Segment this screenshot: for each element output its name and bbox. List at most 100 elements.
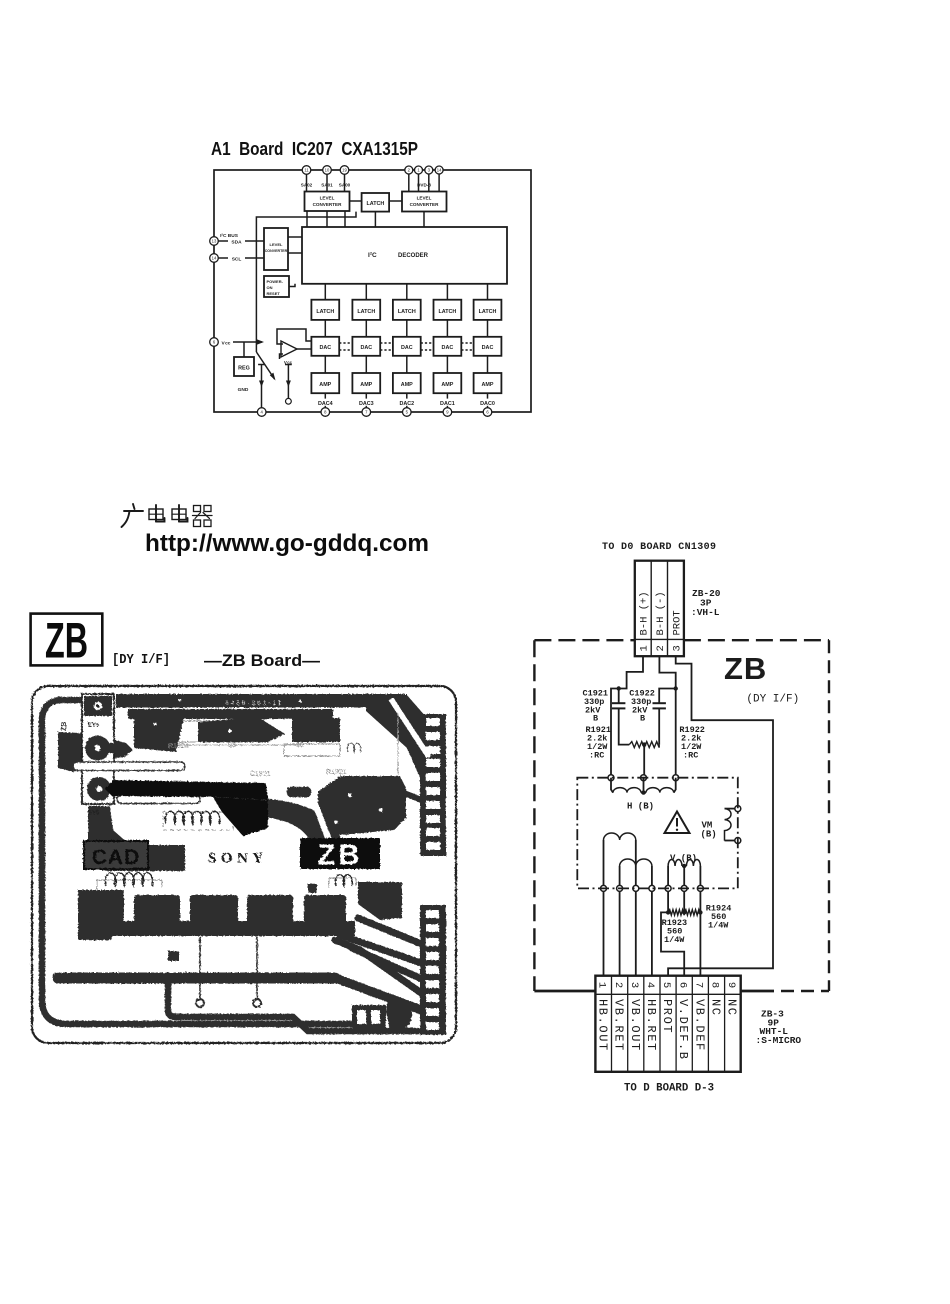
svg-text:I²C BUS: I²C BUS <box>220 233 239 239</box>
svg-text:DECODER: DECODER <box>398 253 429 259</box>
svg-text:9P: 9P <box>768 1017 780 1028</box>
svg-text:DAC0: DAC0 <box>480 401 495 407</box>
svg-text:VB.OUT: VB.OUT <box>628 999 642 1052</box>
svg-text:NC: NC <box>725 999 739 1017</box>
svg-text:10: 10 <box>325 168 330 173</box>
svg-text:http://www.go-gddq.com: http://www.go-gddq.com <box>145 530 429 557</box>
svg-text:ON: ON <box>267 285 273 290</box>
svg-text:ZB-20: ZB-20 <box>692 588 721 599</box>
svg-text:AMP: AMP <box>319 382 331 388</box>
svg-text:LEVEL: LEVEL <box>320 196 335 201</box>
svg-text:LEVEL: LEVEL <box>417 196 432 201</box>
svg-text:A1 Board IC207 CXA1315P: A1 Board IC207 CXA1315P <box>211 139 418 159</box>
svg-text:PROT: PROT <box>660 999 674 1034</box>
svg-text:LATCH: LATCH <box>316 309 334 315</box>
svg-text:DAC1: DAC1 <box>440 401 455 407</box>
svg-text:9: 9 <box>446 410 449 415</box>
svg-text:1/4W: 1/4W <box>664 935 685 945</box>
svg-text:3: 3 <box>671 645 683 651</box>
svg-text:2.2k: 2.2k <box>681 734 701 744</box>
svg-text:1/2W: 1/2W <box>681 742 702 752</box>
svg-text:(B): (B) <box>701 830 717 840</box>
svg-text:SONY: SONY <box>208 851 268 867</box>
svg-text:DAC4: DAC4 <box>318 401 333 407</box>
svg-text:6: 6 <box>213 340 216 345</box>
svg-text:AMP: AMP <box>482 382 494 388</box>
svg-text:B: B <box>593 714 598 724</box>
svg-text:7: 7 <box>365 410 368 415</box>
svg-text:93: 93 <box>228 742 236 749</box>
svg-text:DAC: DAC <box>482 345 494 351</box>
svg-text:3P: 3P <box>700 598 712 609</box>
svg-text:WHT-L: WHT-L <box>760 1026 789 1037</box>
svg-text:POWER-: POWER- <box>267 279 284 284</box>
svg-text:SDA: SDA <box>231 240 242 246</box>
svg-text:REG: REG <box>238 366 250 372</box>
svg-text:LATCH: LATCH <box>357 309 375 315</box>
svg-text::S-MICRO: :S-MICRO <box>756 1035 802 1046</box>
svg-text:I2C: I2C <box>368 251 377 259</box>
svg-text:DAC2: DAC2 <box>399 401 414 407</box>
svg-text:[DY I/F]: [DY I/F] <box>112 653 170 668</box>
svg-text:LATCH: LATCH <box>438 309 456 315</box>
svg-text:CAD: CAD <box>92 846 141 869</box>
svg-text:LATCH: LATCH <box>479 309 497 315</box>
svg-text:4466-301-11: 4466-301-11 <box>225 700 283 707</box>
svg-text:2.2k: 2.2k <box>587 734 607 744</box>
svg-text:V cc: V cc <box>222 341 231 347</box>
svg-text:1: 1 <box>417 168 420 173</box>
svg-text:CONVERTER: CONVERTER <box>313 202 343 207</box>
svg-text:V.DEF.B: V.DEF.B <box>676 999 690 1061</box>
svg-text:ZB: ZB <box>724 651 767 686</box>
svg-text:4: 4 <box>644 982 656 988</box>
svg-text:TO D BOARD D-3: TO D BOARD D-3 <box>624 1083 714 1095</box>
svg-text:H (B): H (B) <box>627 802 654 812</box>
svg-text:DAC: DAC <box>401 345 413 351</box>
svg-text:5: 5 <box>406 410 409 415</box>
svg-text:—ZB Board—: —ZB Board— <box>204 651 320 670</box>
svg-text:B-H (+): B-H (+) <box>639 591 651 635</box>
svg-text:LATCH: LATCH <box>366 201 384 207</box>
svg-text:R1921: R1921 <box>586 725 612 735</box>
svg-text:V (B): V (B) <box>670 854 697 864</box>
svg-text:LEVEL: LEVEL <box>270 242 283 247</box>
svg-text:11: 11 <box>304 168 309 173</box>
svg-text:AMP: AMP <box>360 382 372 388</box>
svg-text:1/4W: 1/4W <box>708 921 729 931</box>
svg-text:VB.DEF: VB.DEF <box>692 999 706 1052</box>
svg-text:1/2W: 1/2W <box>587 742 608 752</box>
svg-text:560: 560 <box>667 927 682 937</box>
svg-text:B: B <box>640 714 645 724</box>
svg-text:(DY I/F): (DY I/F) <box>746 694 799 706</box>
svg-text:ZB-3: ZB-3 <box>761 1009 784 1020</box>
svg-text:5: 5 <box>660 982 672 988</box>
svg-text:1: 1 <box>596 982 608 988</box>
svg-text:DAC: DAC <box>442 345 454 351</box>
svg-text:7: 7 <box>693 982 705 988</box>
svg-text:14: 14 <box>437 168 442 173</box>
svg-text:V cc: V cc <box>284 360 293 365</box>
svg-text:DAC3: DAC3 <box>359 401 374 407</box>
svg-text:3: 3 <box>428 168 431 173</box>
svg-text:8: 8 <box>324 410 327 415</box>
svg-text:EY6: EY6 <box>88 811 100 817</box>
svg-text:560: 560 <box>711 912 726 922</box>
svg-text:ZB: ZB <box>318 840 363 872</box>
svg-text::VH-L: :VH-L <box>691 607 720 618</box>
svg-text:R1924: R1924 <box>706 904 732 914</box>
svg-text:9: 9 <box>725 982 737 988</box>
svg-text:330p: 330p <box>584 697 604 707</box>
svg-text:TO D0 BOARD CN1309: TO D0 BOARD CN1309 <box>602 542 716 553</box>
svg-text:330p: 330p <box>631 697 651 707</box>
svg-text:DAC: DAC <box>319 345 331 351</box>
svg-text:R1922: R1922 <box>679 725 705 735</box>
svg-text::RC: :RC <box>589 750 604 760</box>
svg-text:14: 14 <box>212 256 217 261</box>
svg-text:DAC: DAC <box>360 345 372 351</box>
svg-text:C1921: C1921 <box>250 771 271 778</box>
svg-text:19: 19 <box>342 168 347 173</box>
svg-text:RESET: RESET <box>267 291 281 296</box>
svg-text:DVD-3: DVD-3 <box>417 183 431 188</box>
svg-text:6: 6 <box>486 410 489 415</box>
svg-text:AMP: AMP <box>441 382 453 388</box>
